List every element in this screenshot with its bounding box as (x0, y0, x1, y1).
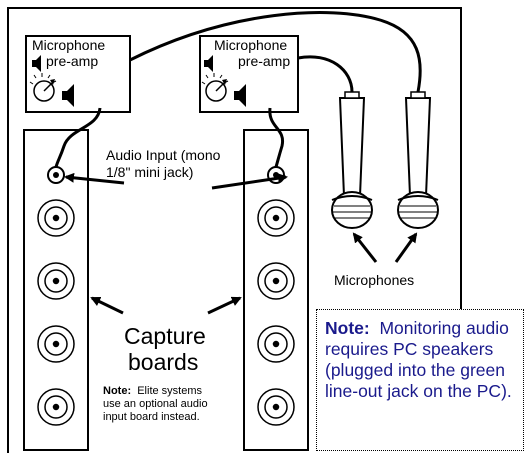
capture-label-1: Capture (124, 323, 206, 349)
pc-speaker-note: Note: Monitoring audio requires PC speak… (316, 309, 524, 451)
microphones-label: Microphones (334, 272, 414, 288)
preamp-left-label-2: pre-amp (46, 53, 98, 69)
gain-knob-icon-right (201, 73, 229, 102)
pc-note-prefix: Note: (325, 318, 370, 338)
capture-label-2: boards (128, 349, 198, 375)
arrows (64, 172, 418, 315)
preamp-right-label-1: Microphone (214, 37, 287, 53)
volume-low-icon (32, 55, 41, 72)
preamp-right-label-2: pre-amp (238, 53, 290, 69)
pc-speaker-note-text: Note: Monitoring audio requires PC speak… (325, 318, 521, 402)
mini-jack-left (47, 166, 65, 184)
enclosure-outline (7, 7, 462, 453)
elite-note-line1: Elite systems (131, 385, 202, 397)
audio-input-label-1: Audio Input (mono (106, 147, 221, 163)
microphone-right (397, 91, 439, 229)
cables (54, 11, 422, 168)
rca-connectors-left (37, 199, 75, 426)
elite-note-line-2: use an optional audio (103, 398, 208, 410)
pc-note-body: Monitoring audio requires PC speakers (p… (325, 318, 514, 401)
microphone-left (331, 91, 373, 229)
rca-connectors-right (257, 199, 295, 426)
elite-note-line-1: Note: Elite systems (103, 385, 203, 397)
preamp-left-label-1: Microphone (32, 37, 105, 53)
volume-high-icon-right (234, 84, 246, 107)
elite-note-line-3: input board instead. (103, 411, 200, 423)
volume-high-icon (62, 84, 74, 107)
audio-input-label-2: 1/8" mini jack) (106, 164, 193, 180)
gain-knob-icon (29, 73, 57, 102)
volume-low-icon-right (204, 55, 213, 72)
elite-note-prefix: Note: (103, 385, 131, 397)
